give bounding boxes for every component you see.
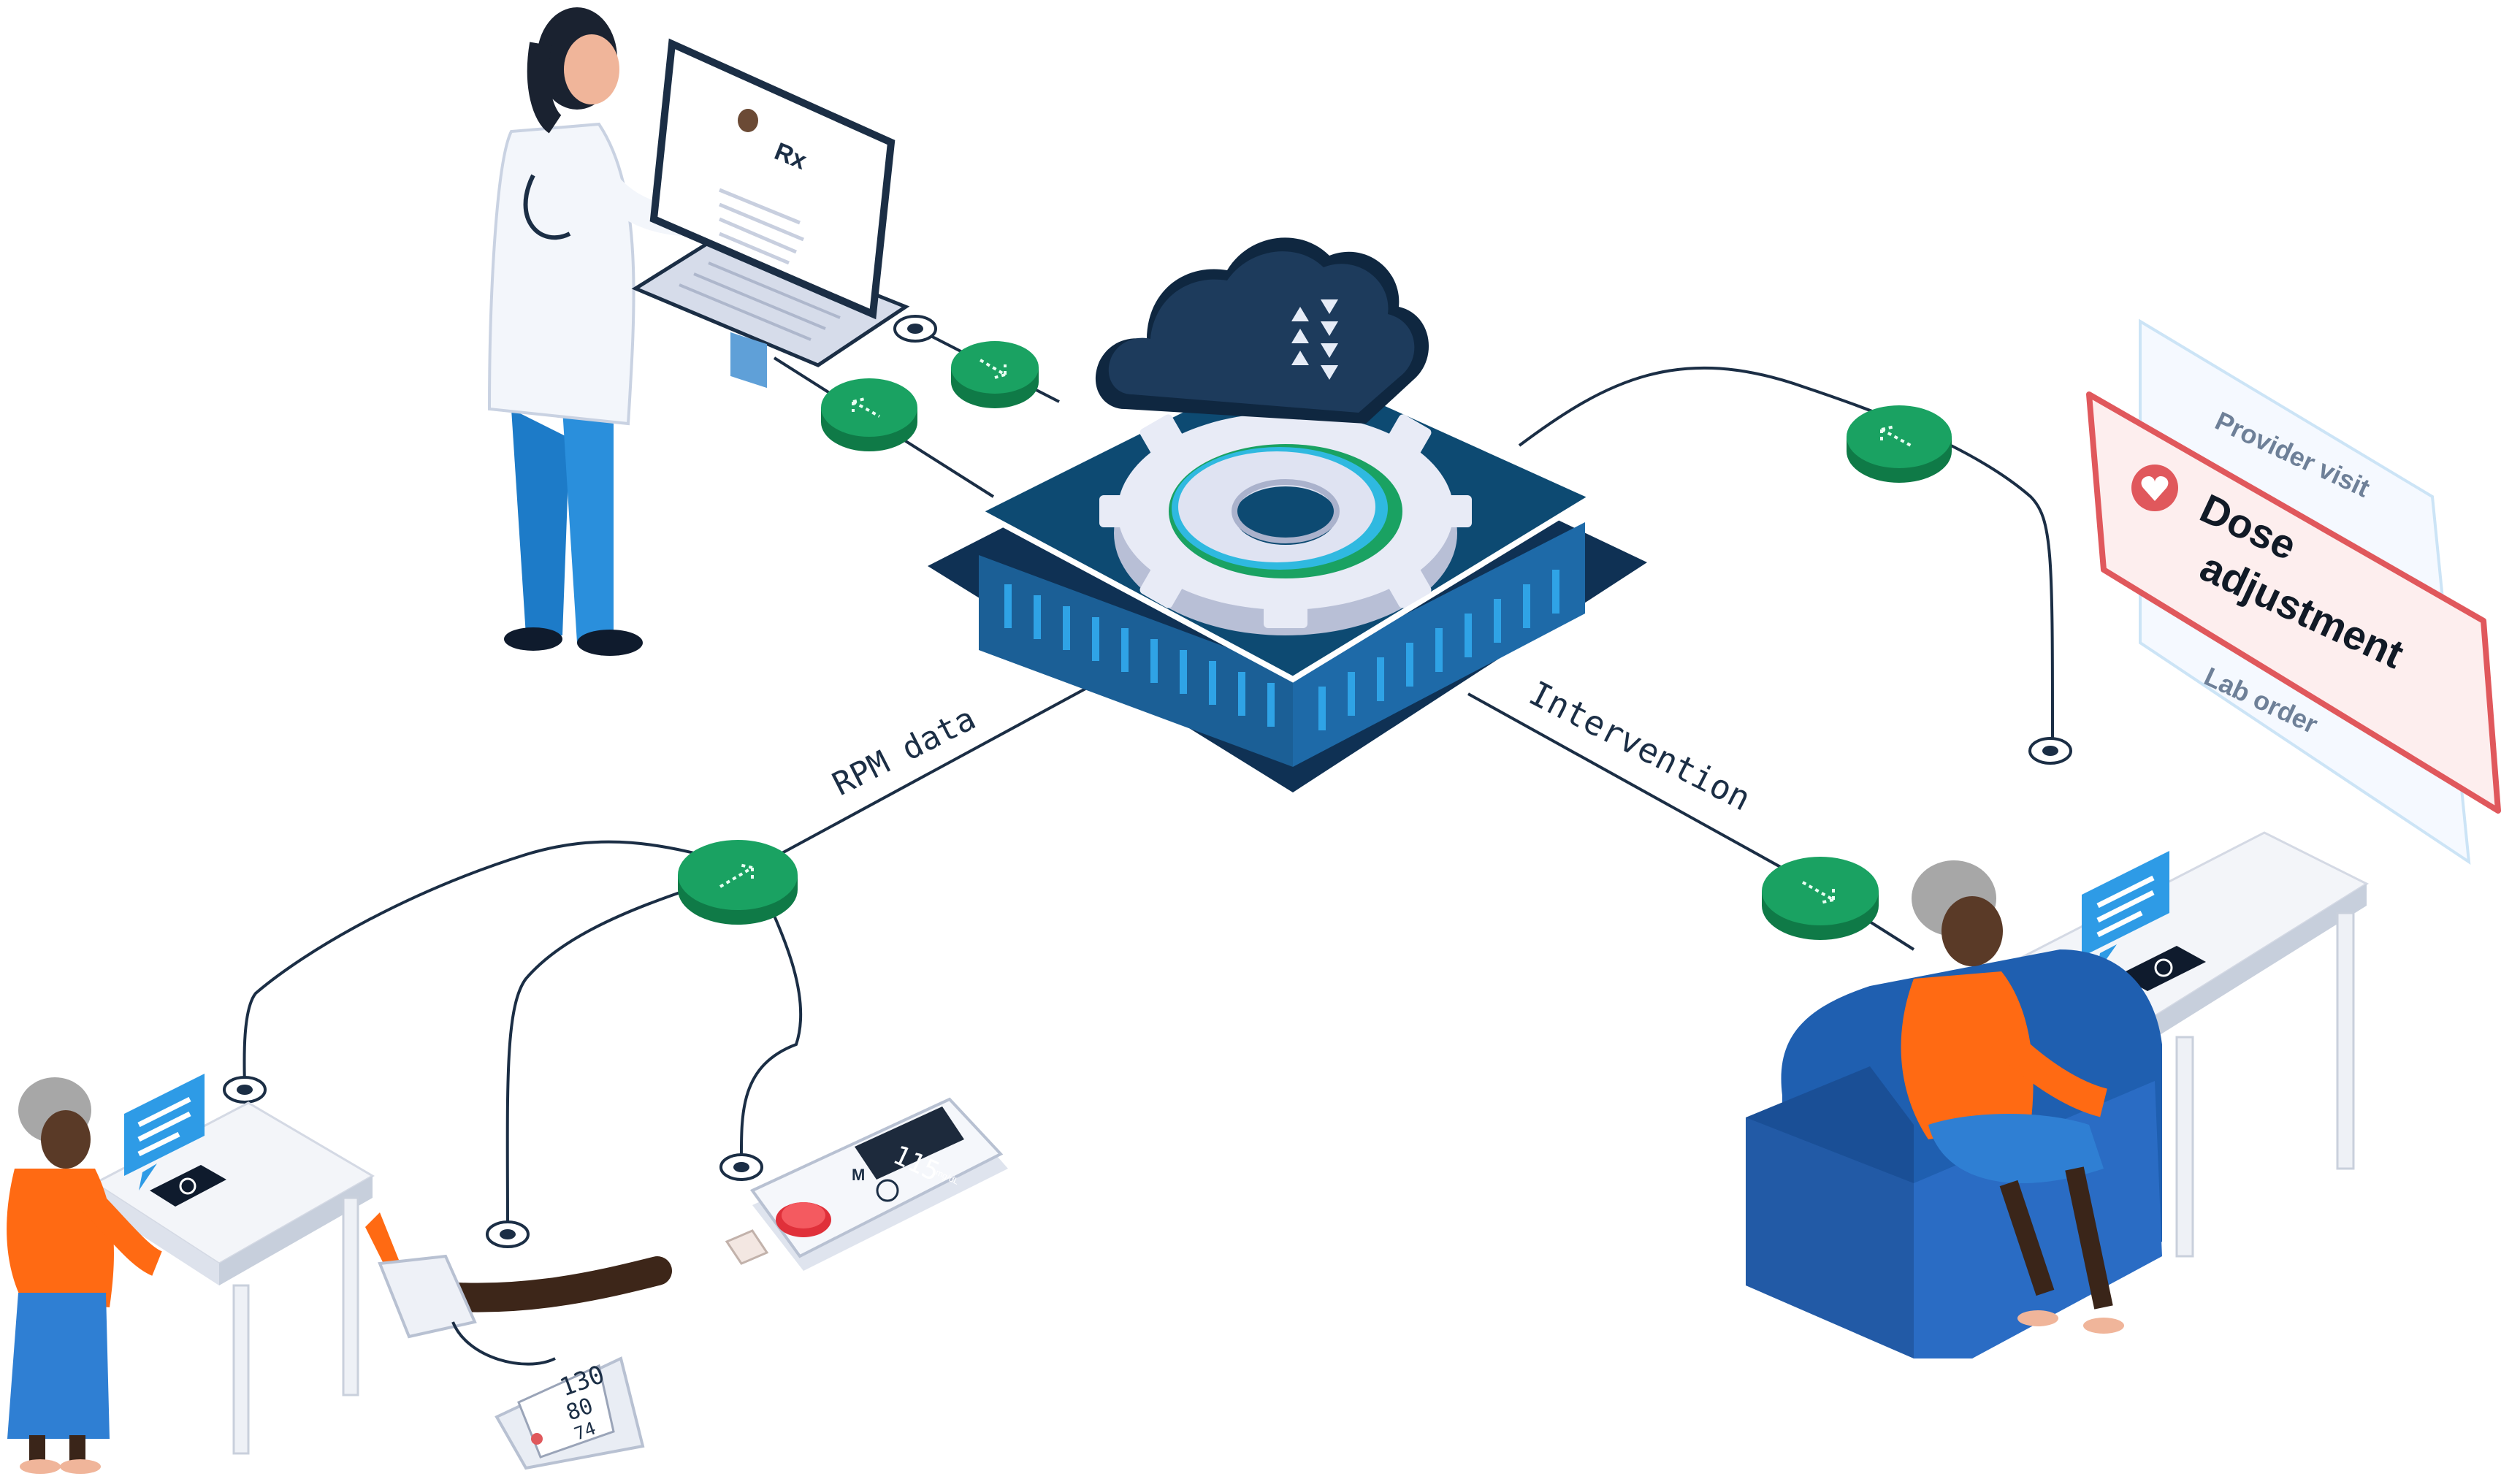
endpoint-dot — [223, 1076, 267, 1104]
laptop-base — [631, 232, 910, 367]
heart-icon — [2131, 465, 2178, 511]
left-desk — [93, 1074, 375, 1455]
left-patient — [7, 1077, 163, 1474]
chat-icon — [2082, 851, 2169, 974]
stethoscope-icon — [523, 174, 571, 240]
bp-cuff-arm — [365, 1212, 672, 1366]
line-rpm-gluco — [739, 868, 803, 1169]
data-nodes — [678, 341, 1952, 940]
laptop: Rx — [631, 38, 910, 389]
node-rpm-hub — [678, 840, 798, 925]
action-card-stack: Provider visit Dose adjustment Lab order — [2086, 318, 2501, 865]
patient-photo — [730, 332, 767, 389]
endpoint-dot — [893, 315, 937, 343]
node-doctor-outgoing — [821, 378, 917, 451]
node-card-incoming — [1847, 405, 1952, 483]
line-rpm-bp — [505, 868, 753, 1235]
line-hub-rpm — [752, 678, 1104, 871]
endpoint-dot — [486, 1220, 530, 1248]
line-rpm-left — [243, 840, 753, 1089]
endpoint-dot — [2028, 737, 2072, 765]
chat-icon — [124, 1074, 205, 1191]
node-intervention — [1762, 857, 1879, 940]
right-patient — [1901, 860, 2124, 1334]
endpoint-dot — [719, 1153, 763, 1181]
phone-icon — [150, 1165, 226, 1207]
glucometer-button-m: M — [852, 1166, 865, 1184]
cloud-icon — [1095, 237, 1429, 424]
endpoint-dots — [223, 315, 2072, 1248]
label-intervention: Intervention — [1523, 673, 1757, 819]
test-strip — [725, 1229, 769, 1265]
glucometer: 115 mg/dL M — [725, 1097, 1008, 1271]
bp-monitor: 130 80 74 — [495, 1356, 645, 1470]
cloud-arrows — [1291, 299, 1338, 380]
hub-fins — [1004, 570, 1559, 730]
central-hub — [928, 237, 1647, 792]
phone-icon — [2118, 946, 2206, 991]
laptop-screen — [649, 38, 896, 320]
gear-icon — [1099, 394, 1472, 635]
node-doctor-incoming — [951, 341, 1039, 408]
